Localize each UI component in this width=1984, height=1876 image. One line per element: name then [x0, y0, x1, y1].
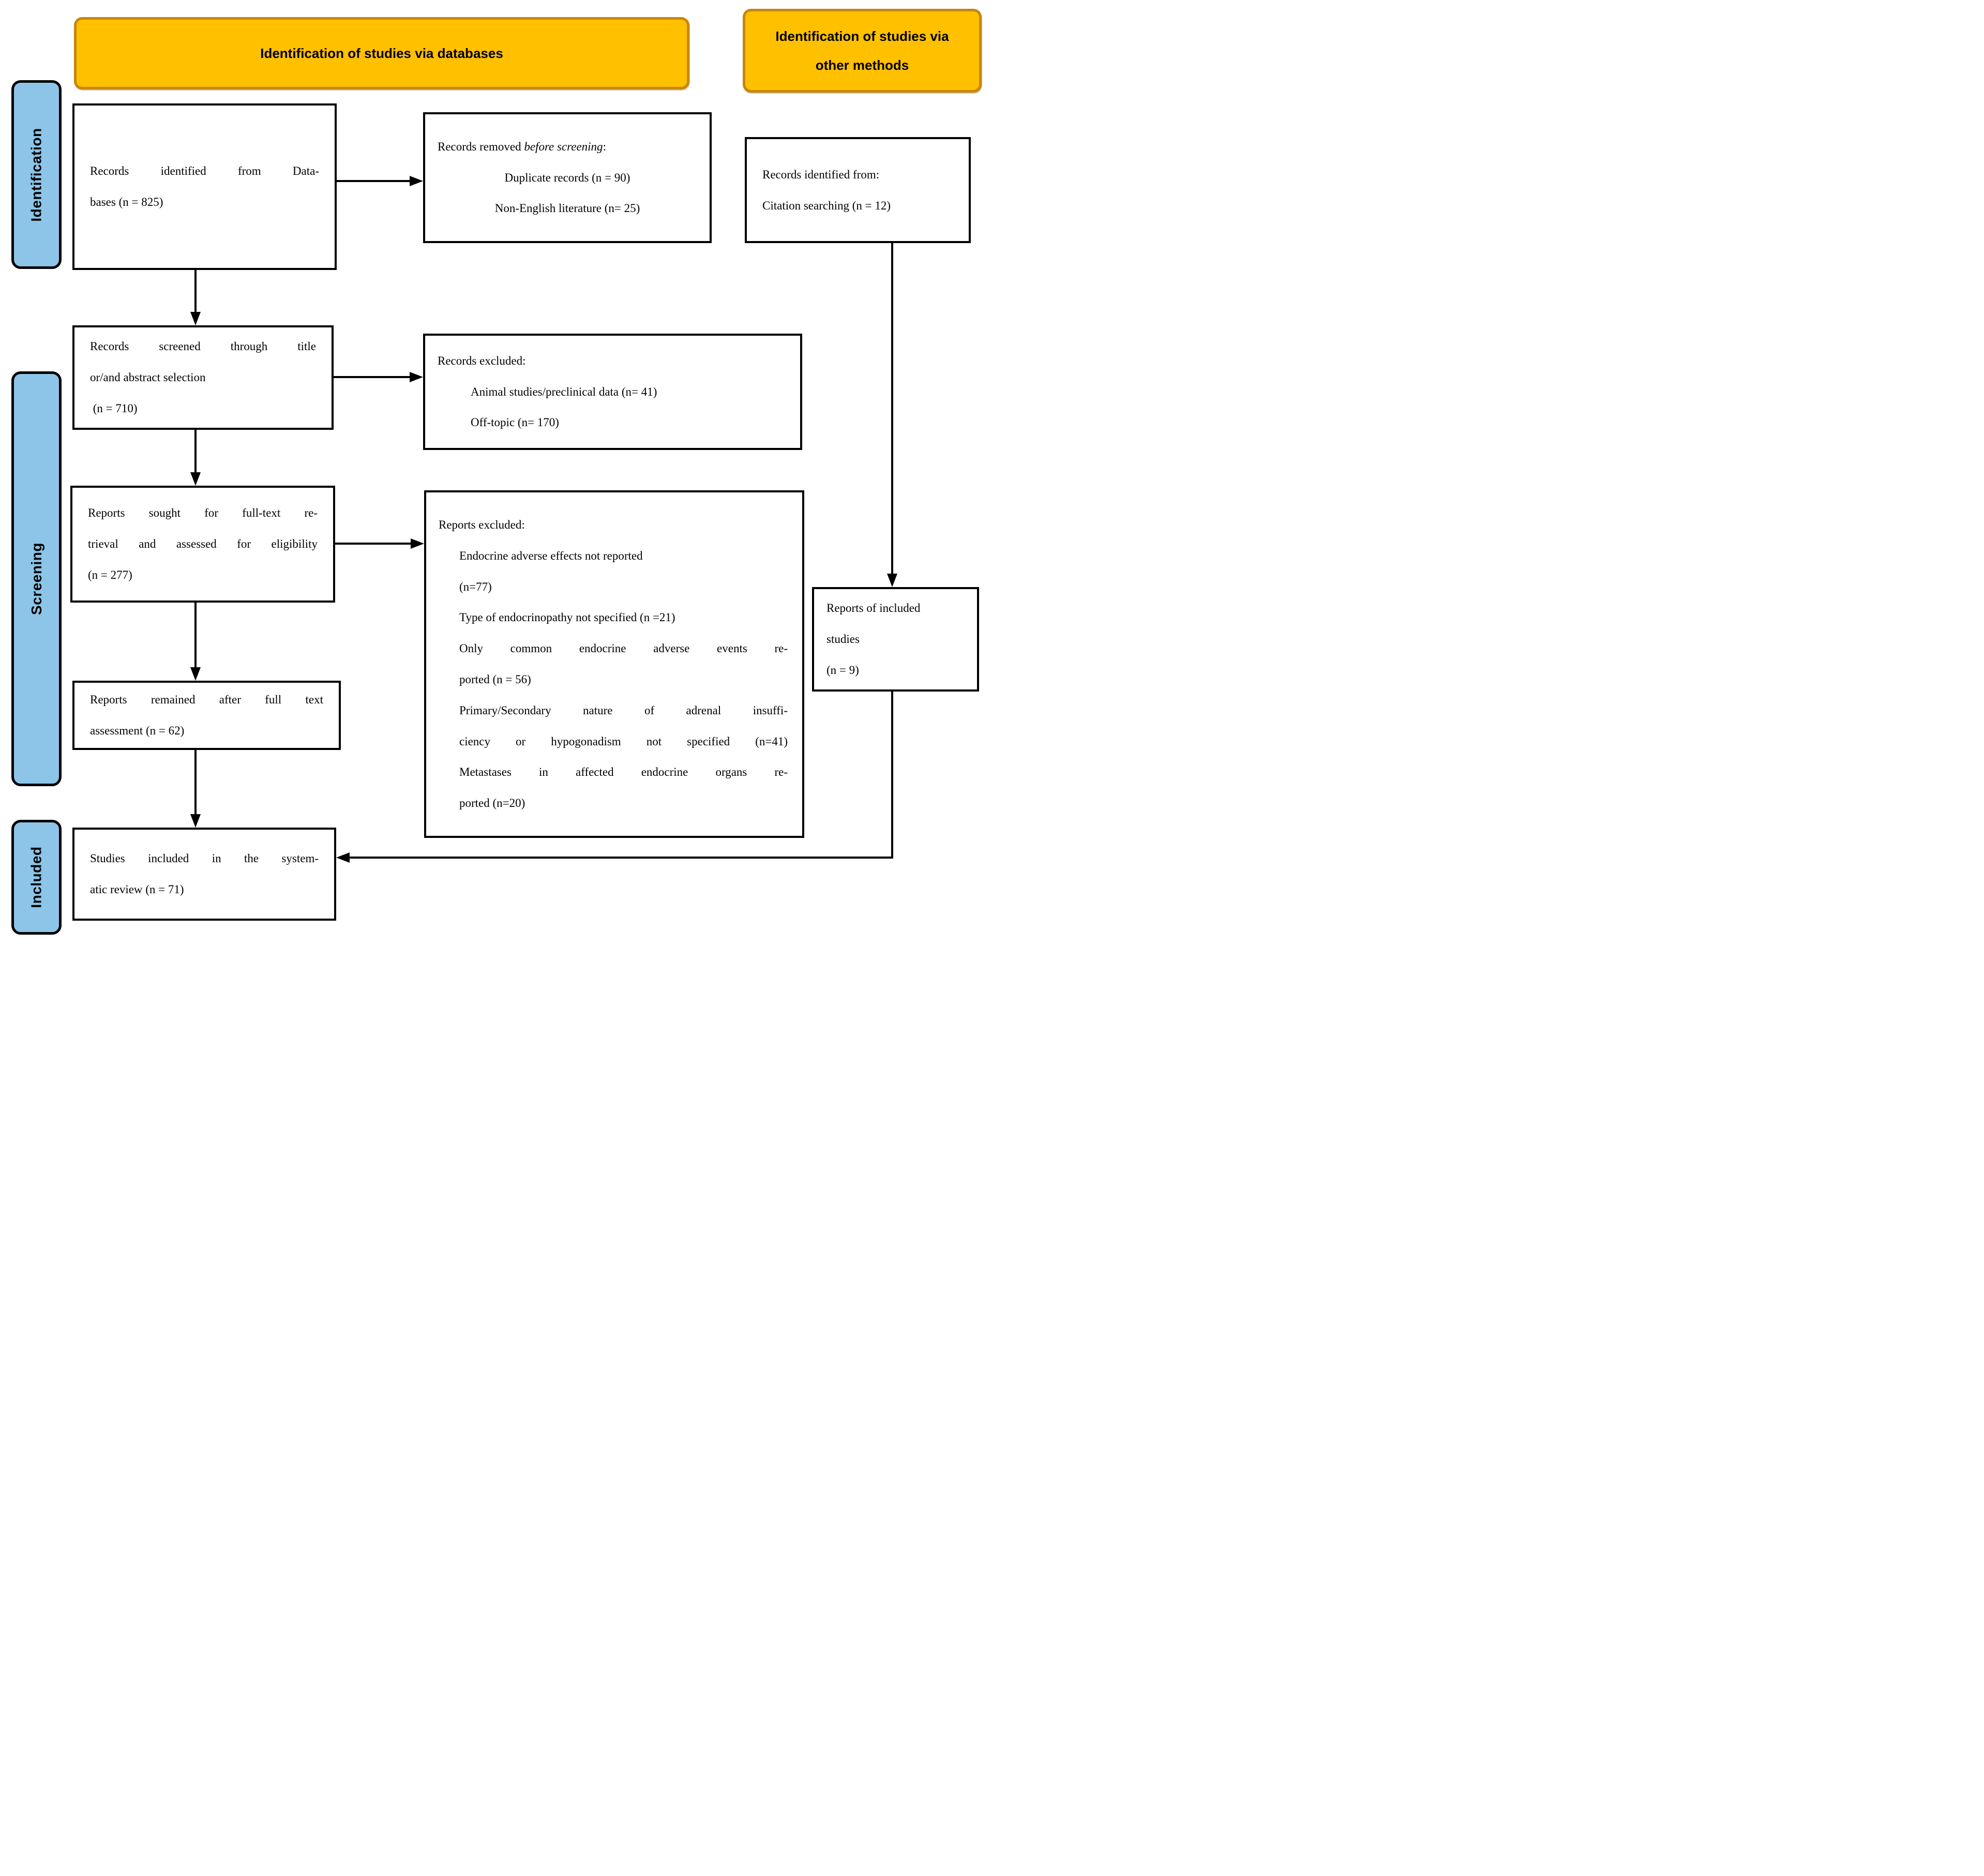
- reports-excluded-title: Reports excluded:: [439, 518, 525, 532]
- text-line: bases (n = 825): [90, 196, 163, 208]
- text-line: Identification of studies via: [775, 28, 949, 44]
- arrow-identified-to-removed: [337, 180, 410, 182]
- arrow-sought-to-remained: [194, 603, 197, 667]
- text-line: Records screened through title: [90, 340, 316, 353]
- text-line: (n = 277): [88, 568, 132, 581]
- text-line: ciency or hypogonadism not specified (n=…: [459, 734, 788, 748]
- box-reports-remained: Reports remained after full text assessme…: [72, 681, 341, 750]
- arrowhead-right-icon: [411, 538, 424, 549]
- box-reports-of-included-studies: Reports of included studies (n = 9): [812, 587, 979, 692]
- stage-label-included: Included: [11, 820, 62, 935]
- records-removed-items: Duplicate records (n = 90) Non-English li…: [438, 162, 697, 224]
- stage-label-text: Included: [28, 846, 44, 908]
- arrow-sought-to-reports-excluded: [335, 543, 411, 545]
- records-removed-title: Records removed before screening:: [438, 140, 606, 153]
- header-text: Identification of studies via databases: [260, 46, 503, 61]
- text-line: Records identified from Data-: [90, 164, 319, 178]
- arrow-citation-to-reports: [891, 243, 893, 574]
- header-identification-via-databases: Identification of studies via databases: [74, 17, 689, 89]
- text-line: Reports sought for full-text re-: [88, 506, 318, 520]
- text-line: Duplicate records (n = 90): [504, 171, 630, 184]
- text-line: Primary/Secondary nature of adrenal insu…: [459, 703, 788, 717]
- text-line: Endocrine adverse effects not reported: [459, 549, 643, 562]
- arrowhead-left-icon: [336, 852, 350, 863]
- box-records-screened: Records screened through title or/and abs…: [72, 325, 334, 430]
- text-line: studies: [826, 633, 860, 646]
- prisma-flow-diagram: Identification of studies via databases …: [0, 0, 992, 938]
- box-reports-excluded: Reports excluded: Endocrine adverse effe…: [424, 490, 804, 838]
- arrow-reports-left-segment: [350, 857, 893, 859]
- text-line: (n = 710): [90, 401, 138, 415]
- box-studies-included: Studies included in the system-atic revi…: [72, 828, 336, 921]
- text-line: Studies included in the system-: [90, 852, 319, 865]
- box-citation-searching: Records identified from: Citation searchi…: [745, 137, 971, 243]
- text-line: assessment (n = 62): [90, 724, 185, 737]
- text-line: (n=77): [459, 580, 492, 593]
- text-line: other methods: [815, 57, 909, 73]
- arrowhead-right-icon: [410, 372, 423, 382]
- text-line: Records identified from:: [762, 168, 880, 181]
- stage-label-text: Identification: [28, 127, 44, 222]
- reports-excluded-items: Endocrine adverse effects not reported (n…: [439, 541, 790, 819]
- arrowhead-down-icon: [190, 667, 201, 681]
- text-line: or/and abstract selection: [90, 371, 206, 384]
- text-line: Off-topic (n= 170): [471, 416, 559, 429]
- box-records-removed-before-screening: Records removed before screening: Duplic…: [423, 112, 712, 243]
- box-records-excluded: Records excluded: Animal studies/preclin…: [423, 334, 802, 450]
- text-line: (n = 9): [826, 663, 859, 677]
- arrowhead-right-icon: [410, 176, 423, 186]
- stage-label-screening: Screening: [11, 371, 62, 786]
- arrowhead-down-icon: [190, 312, 201, 325]
- box-reports-sought: Reports sought for full-text re-trieval …: [70, 486, 335, 603]
- text-line: Only common endocrine adverse events re-: [459, 642, 788, 655]
- arrow-reports-down-segment: [891, 692, 893, 859]
- text-line: ported (n = 56): [459, 673, 531, 686]
- text-line: Type of endocrinopathy not specified (n …: [459, 611, 675, 624]
- text-line: atic review (n = 71): [90, 883, 184, 896]
- arrowhead-down-icon: [190, 472, 201, 486]
- arrowhead-down-icon: [887, 574, 897, 587]
- header-identification-via-other-methods: Identification of studies via other metho…: [743, 9, 982, 93]
- text-line: Non-English literature (n= 25): [494, 202, 640, 215]
- text-line: Metastases in affected endocrine organs …: [459, 766, 788, 779]
- text-line: Citation searching (n = 12): [762, 199, 891, 212]
- arrow-remained-to-included: [194, 750, 197, 814]
- arrowhead-down-icon: [190, 814, 201, 828]
- arrow-screened-to-excluded: [334, 376, 410, 378]
- text-line: ported (n=20): [459, 797, 525, 810]
- arrow-identified-to-screened: [194, 270, 197, 312]
- records-excluded-title: Records excluded:: [438, 354, 526, 367]
- arrow-screened-to-sought: [194, 430, 197, 472]
- records-excluded-items: Animal studies/preclinical data (n= 41) O…: [438, 377, 788, 439]
- stage-label-text: Screening: [28, 543, 44, 615]
- records-removed-title-italic: before screening: [524, 140, 603, 153]
- text-line: Reports remained after full text: [90, 693, 323, 707]
- text-line: trieval and assessed for eligibility: [88, 537, 318, 551]
- text-line: Animal studies/preclinical data (n= 41): [471, 385, 657, 398]
- stage-label-identification: Identification: [11, 80, 62, 269]
- box-records-identified-databases: Records identified from Data-bases (n = …: [72, 103, 337, 270]
- text-line: Reports of included: [826, 602, 921, 615]
